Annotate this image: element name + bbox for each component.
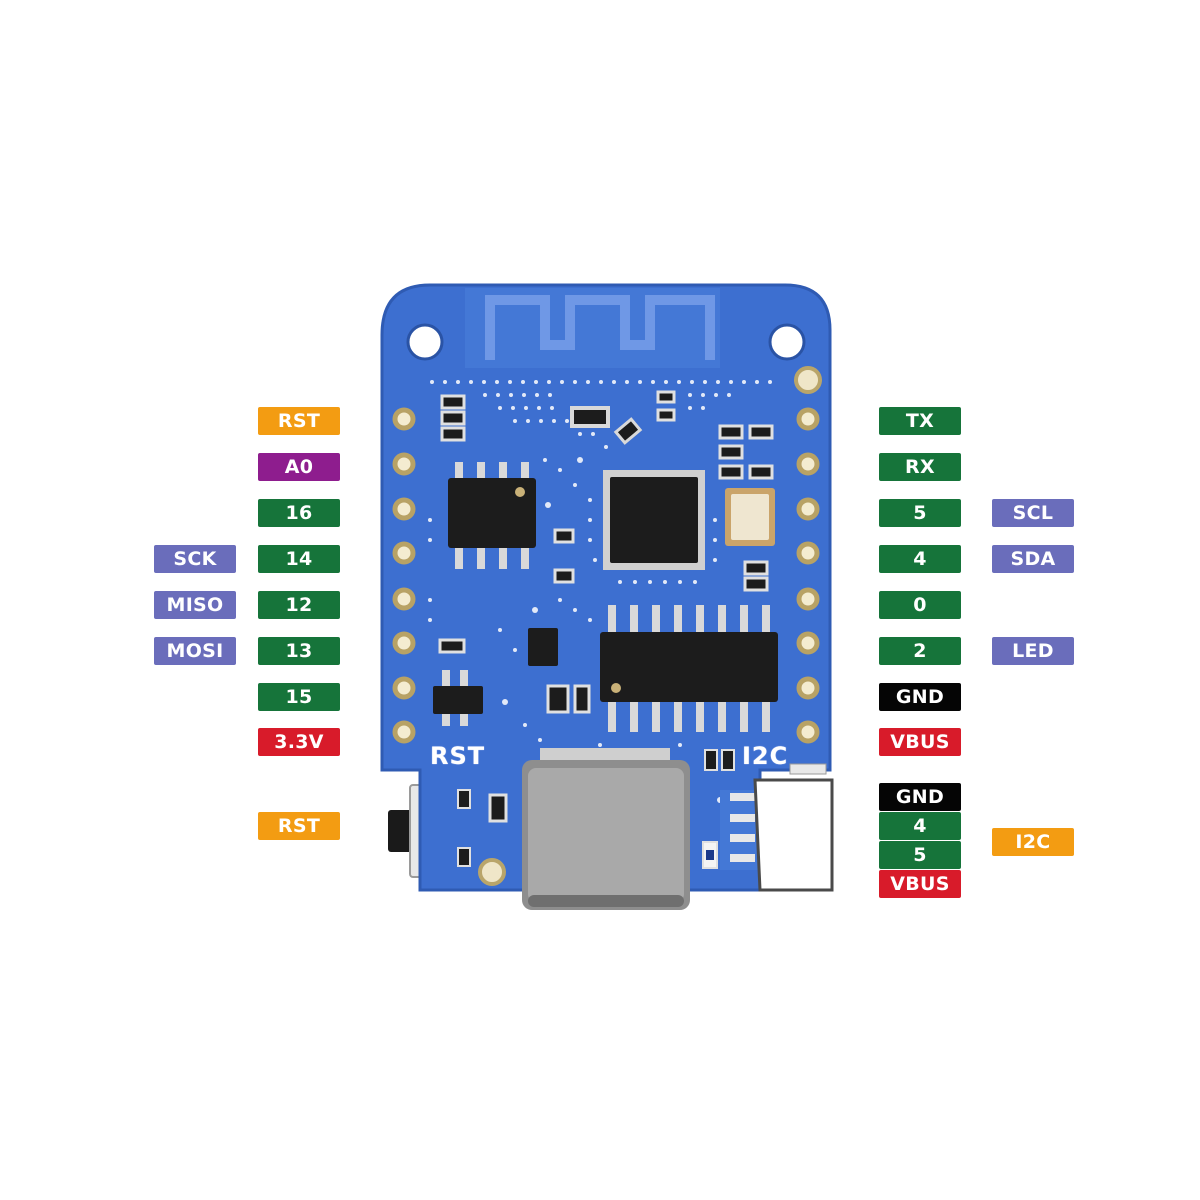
pin-label-gnd: GND (879, 683, 961, 711)
usb-serial-chip (600, 605, 778, 732)
function-label-scl: SCL (992, 499, 1074, 527)
function-label-led: LED (992, 637, 1074, 665)
i2c-pin-label-5: 5 (879, 841, 961, 869)
smd-passives (438, 390, 774, 869)
pin-label-15: 15 (258, 683, 340, 711)
silkscreen-rst: RST (430, 742, 486, 770)
i2c-pin-label-4: 4 (879, 812, 961, 840)
mounting-pad (478, 858, 506, 886)
i2c-pin-label-vbus: VBUS (879, 870, 961, 898)
voltage-regulator (433, 670, 483, 726)
function-label-mosi: MOSI (154, 637, 236, 665)
pin-label-3v3: 3.3V (258, 728, 340, 756)
function-label-sck: SCK (154, 545, 236, 573)
reset-button-label: RST (258, 812, 340, 840)
right-header-pads (796, 407, 820, 744)
pin-label-rst: RST (258, 407, 340, 435)
esp8266-chip (603, 470, 705, 570)
function-label-miso: MISO (154, 591, 236, 619)
pin-label-12: 12 (258, 591, 340, 619)
pin-label-5: 5 (879, 499, 961, 527)
function-label-sda: SDA (992, 545, 1074, 573)
left-header-pads (392, 407, 416, 744)
mounting-pad (794, 366, 822, 394)
pin-label-a0: A0 (258, 453, 340, 481)
mounting-hole (768, 323, 806, 361)
pin-label-13: 13 (258, 637, 340, 665)
pin-label-2: 2 (879, 637, 961, 665)
pin-label-16: 16 (258, 499, 340, 527)
small-transistor (528, 628, 558, 666)
crystal (725, 488, 775, 546)
i2c-connector (720, 763, 834, 892)
pin-label-vbus: VBUS (879, 728, 961, 756)
mounting-hole (406, 323, 444, 361)
pin-label-rx: RX (879, 453, 961, 481)
usb-c-connector (522, 748, 690, 910)
pin-label-4: 4 (879, 545, 961, 573)
pin-label-0: 0 (879, 591, 961, 619)
antenna-trace (485, 295, 715, 360)
silkscreen-i2c: I2C (742, 742, 789, 770)
i2c-connector-label: I2C (992, 828, 1074, 856)
pin-label-tx: TX (879, 407, 961, 435)
vias (428, 380, 772, 823)
pin-label-14: 14 (258, 545, 340, 573)
i2c-pin-label-gnd: GND (879, 783, 961, 811)
flash-chip (448, 462, 536, 569)
